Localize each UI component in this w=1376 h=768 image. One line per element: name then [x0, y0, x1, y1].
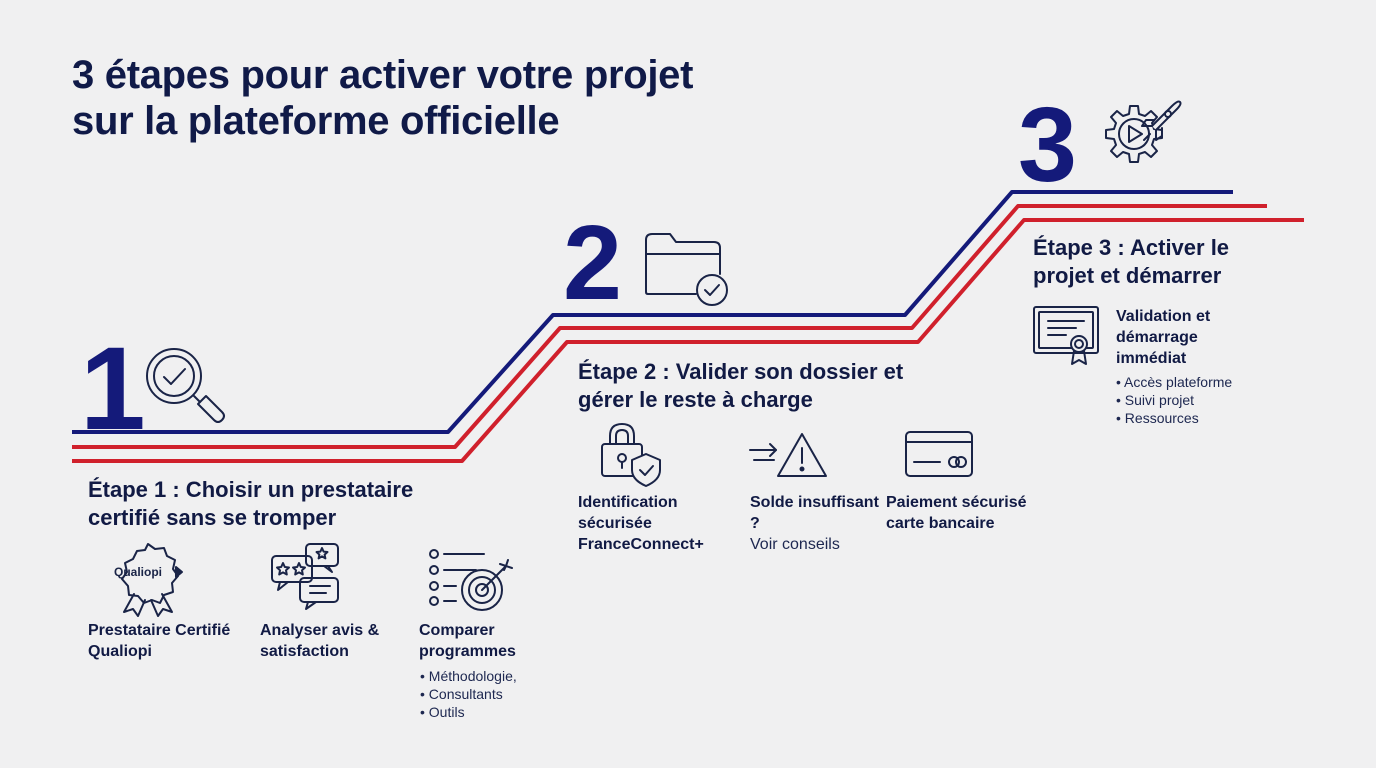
stair-line-red-2 — [72, 218, 1304, 463]
certificate-icon — [1033, 306, 1099, 365]
item-franceconnect-label: Identification sécurisée FranceConnect+ — [578, 494, 704, 553]
qualiopi-badge-icon: Qualiopi — [114, 543, 183, 617]
item-carte-label: Paiement sécurisé carte bancaire — [886, 494, 1027, 532]
step-3-title: Étape 3 : Activer le projet et démarrer — [1033, 235, 1230, 288]
page-title-line-2: sur la plateforme officielle — [72, 99, 560, 143]
item-solde-label: Solde insuffisant ? — [750, 494, 879, 532]
item-validation-label: Validation et démarrage immédiat — [1116, 308, 1211, 367]
qualiopi-badge-text: Qualiopi — [114, 565, 162, 579]
warning-arrow-icon — [749, 433, 827, 477]
bullet-item: Accès plateforme — [1116, 373, 1276, 391]
step-2-number: 2 — [563, 204, 622, 322]
item-validation-bullets: Accès plateforme Suivi projet Ressources — [1116, 373, 1276, 427]
credit-card-icon — [905, 431, 973, 477]
bullet-item: Outils — [420, 703, 580, 721]
step-1-title: Étape 1 : Choisir un prestataire certifi… — [88, 477, 414, 530]
lock-shield-icon — [601, 423, 661, 487]
magnifier-check-icon — [146, 348, 225, 423]
stair-line-navy — [72, 190, 1233, 434]
stair-line-red-1 — [72, 204, 1267, 449]
item-solde-sub: Voir conseils — [750, 536, 840, 553]
item-prestataire-label: Prestataire Certifié Qualiopi — [88, 622, 231, 660]
item-comparer-bullets: Méthodologie, Consultants Outils — [420, 667, 580, 721]
step-1-number: 1 — [80, 323, 146, 455]
item-comparer-label: Comparer programmes — [419, 622, 516, 660]
bullet-item: Consultants — [420, 685, 580, 703]
step-2-title: Étape 2 : Valider son dossier et gérer l… — [578, 359, 904, 412]
bullet-item: Méthodologie, — [420, 667, 580, 685]
checklist-target-icon — [429, 549, 513, 611]
item-avis-label: Analyser avis & satisfaction — [260, 622, 380, 660]
rating-chat-icon — [271, 543, 339, 610]
bullet-item: Suivi projet — [1116, 391, 1276, 409]
step-3-number: 3 — [1018, 86, 1077, 204]
page-title: 3 étapes pour activer votre projet sur l… — [72, 52, 832, 144]
page-title-line-1: 3 étapes pour activer votre projet — [72, 53, 694, 97]
gear-rocket-icon — [1105, 100, 1182, 163]
folder-check-icon — [645, 233, 728, 306]
bullet-item: Ressources — [1116, 409, 1276, 427]
